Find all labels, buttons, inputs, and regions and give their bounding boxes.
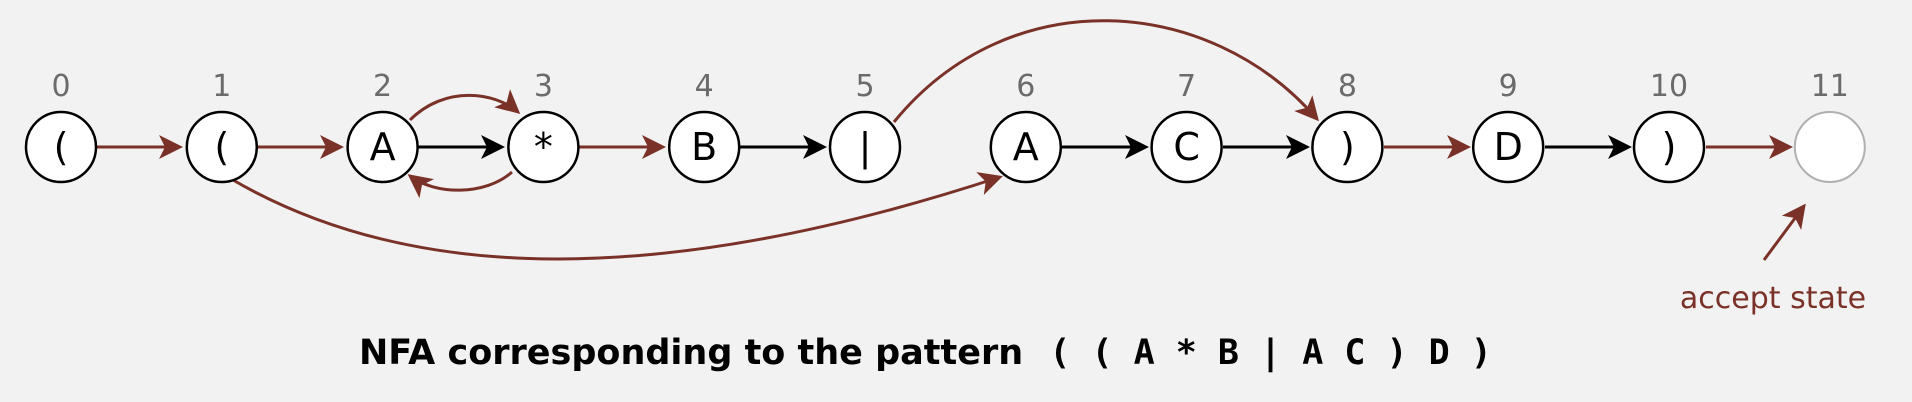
state-node-5: 5| bbox=[828, 69, 902, 184]
state-circle bbox=[667, 110, 741, 184]
state-circle bbox=[1311, 110, 1384, 184]
state-node-3: 3* bbox=[507, 69, 580, 184]
state-index: 7 bbox=[1177, 69, 1196, 104]
state-index: 6 bbox=[1016, 69, 1035, 104]
state-label: A bbox=[370, 125, 396, 169]
caption-prefix: NFA corresponding to the pattern bbox=[359, 333, 1023, 373]
epsilon-edge-3-2-lower bbox=[407, 170, 513, 199]
state-node-1: 1( bbox=[185, 69, 259, 184]
state-index: 5 bbox=[855, 69, 874, 104]
state-circle bbox=[1150, 110, 1223, 184]
accept-state-circle bbox=[1793, 111, 1866, 183]
state-circle bbox=[24, 110, 98, 184]
state-label: A bbox=[1013, 125, 1039, 169]
state-label: ) bbox=[1662, 125, 1677, 169]
epsilon-edge-2-3-upper bbox=[408, 89, 521, 122]
state-label: ( bbox=[54, 125, 69, 169]
state-node-0: 0( bbox=[24, 69, 98, 184]
state-circle bbox=[1632, 110, 1706, 184]
epsilon-edge-5-8 bbox=[892, 19, 1319, 123]
state-circle bbox=[185, 110, 259, 184]
state-circle bbox=[346, 110, 419, 184]
state-label: ( bbox=[214, 125, 229, 169]
state-node-7: 7C bbox=[1150, 69, 1223, 184]
state-node-10: 10) bbox=[1632, 69, 1706, 184]
state-index: 3 bbox=[534, 69, 553, 104]
state-label: | bbox=[859, 125, 872, 170]
state-index: 1 bbox=[212, 69, 231, 104]
state-index: 9 bbox=[1499, 69, 1518, 104]
caption-pattern: ( ( A * B | A C ) D ) bbox=[1049, 333, 1492, 373]
edges bbox=[97, 19, 1806, 261]
accept-state-node: 11 bbox=[1793, 69, 1866, 183]
state-label: C bbox=[1173, 125, 1200, 169]
state-label: * bbox=[534, 125, 553, 169]
state-label: ) bbox=[1340, 125, 1355, 169]
state-circle bbox=[989, 110, 1063, 184]
accept-pointer-arrow bbox=[1762, 203, 1806, 261]
state-circle bbox=[1471, 110, 1545, 184]
state-circle bbox=[828, 110, 902, 184]
state-label: B bbox=[691, 125, 717, 169]
accept-state-label: accept state bbox=[1680, 281, 1866, 316]
state-node-9: 9D bbox=[1471, 69, 1545, 184]
state-index: 10 bbox=[1650, 69, 1688, 104]
state-label: D bbox=[1494, 125, 1523, 169]
state-node-8: 8) bbox=[1311, 69, 1384, 184]
diagram-caption: NFA corresponding to the pattern ( ( A *… bbox=[359, 333, 1492, 373]
state-node-4: 4B bbox=[667, 69, 741, 184]
state-index: 11 bbox=[1811, 69, 1849, 104]
state-node-2: 2A bbox=[346, 69, 419, 184]
epsilon-edge-1-6 bbox=[232, 172, 1003, 261]
state-node-6: 6A bbox=[989, 69, 1063, 184]
state-index: 2 bbox=[373, 69, 392, 104]
state-circle bbox=[507, 110, 580, 184]
state-index: 0 bbox=[51, 69, 70, 104]
state-index: 8 bbox=[1338, 69, 1357, 104]
state-index: 4 bbox=[695, 69, 714, 104]
